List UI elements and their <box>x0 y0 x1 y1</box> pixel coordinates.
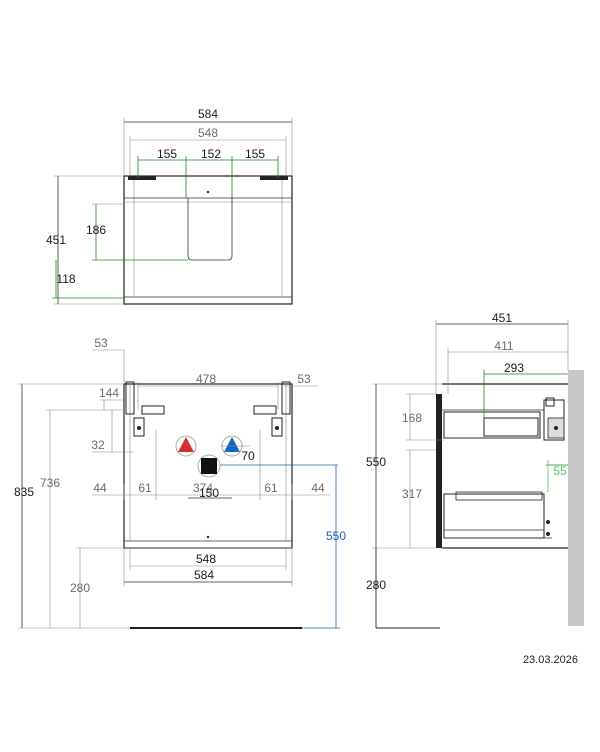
dim-411: 411 <box>494 339 513 353</box>
side-view: 451 411 293 168 550 317 55 280 <box>366 311 584 629</box>
drain-icon <box>197 454 221 478</box>
bracket-left <box>128 176 156 180</box>
dim-118: 118 <box>56 272 75 286</box>
dim-152: 152 <box>201 147 221 161</box>
dim-280-side: 280 <box>366 578 386 592</box>
dim-53-left: 53 <box>94 336 108 350</box>
dim-61-left: 61 <box>138 481 152 495</box>
dim-44-right: 44 <box>311 481 325 495</box>
hot-water-icon <box>175 435 197 457</box>
siphon-cutout <box>187 198 233 261</box>
upper-drawer <box>442 409 544 439</box>
bracket-left-front <box>125 381 165 437</box>
dim-374: 374 <box>193 481 213 495</box>
dim-44-left: 44 <box>93 481 107 495</box>
dim-317: 317 <box>402 487 422 501</box>
dim-548-front: 548 <box>196 552 216 566</box>
dim-478: 478 <box>196 372 216 386</box>
bracket-right-front <box>253 381 291 437</box>
dim-548-top: 548 <box>198 126 218 140</box>
front-view: 53 478 53 144 32 70 835 736 44 <box>14 336 346 629</box>
drawing-date: 23.03.2026 <box>522 654 578 666</box>
dim-451-top: 451 <box>46 233 66 247</box>
dim-70: 70 <box>241 449 255 463</box>
bracket-right <box>260 176 288 180</box>
lower-drawer <box>443 491 552 539</box>
dim-736: 736 <box>40 476 60 490</box>
dim-155-right: 155 <box>245 147 265 161</box>
wall <box>568 370 584 626</box>
dim-53-right: 53 <box>297 372 311 386</box>
dim-550-side: 550 <box>366 455 386 469</box>
top-view: 584 548 155 152 155 451 186 118 <box>46 107 293 305</box>
dim-32: 32 <box>91 438 105 452</box>
dim-293: 293 <box>504 361 524 375</box>
side-front-panel <box>436 394 442 548</box>
dim-451-side: 451 <box>492 311 512 325</box>
top-view-body <box>123 175 293 305</box>
dim-280-front: 280 <box>70 581 90 595</box>
dim-150: 150 <box>199 486 219 500</box>
dim-186: 186 <box>86 223 106 237</box>
dim-155-left: 155 <box>157 147 177 161</box>
dim-168: 168 <box>402 411 422 425</box>
dim-584-front: 584 <box>194 568 214 582</box>
dim-61-right: 61 <box>264 481 278 495</box>
dim-584-top: 584 <box>198 107 218 121</box>
dim-550-front: 550 <box>326 529 346 543</box>
dim-144: 144 <box>99 386 119 400</box>
dim-835: 835 <box>14 485 34 499</box>
side-bracket <box>543 397 565 441</box>
dim-55: 55 <box>553 464 567 478</box>
